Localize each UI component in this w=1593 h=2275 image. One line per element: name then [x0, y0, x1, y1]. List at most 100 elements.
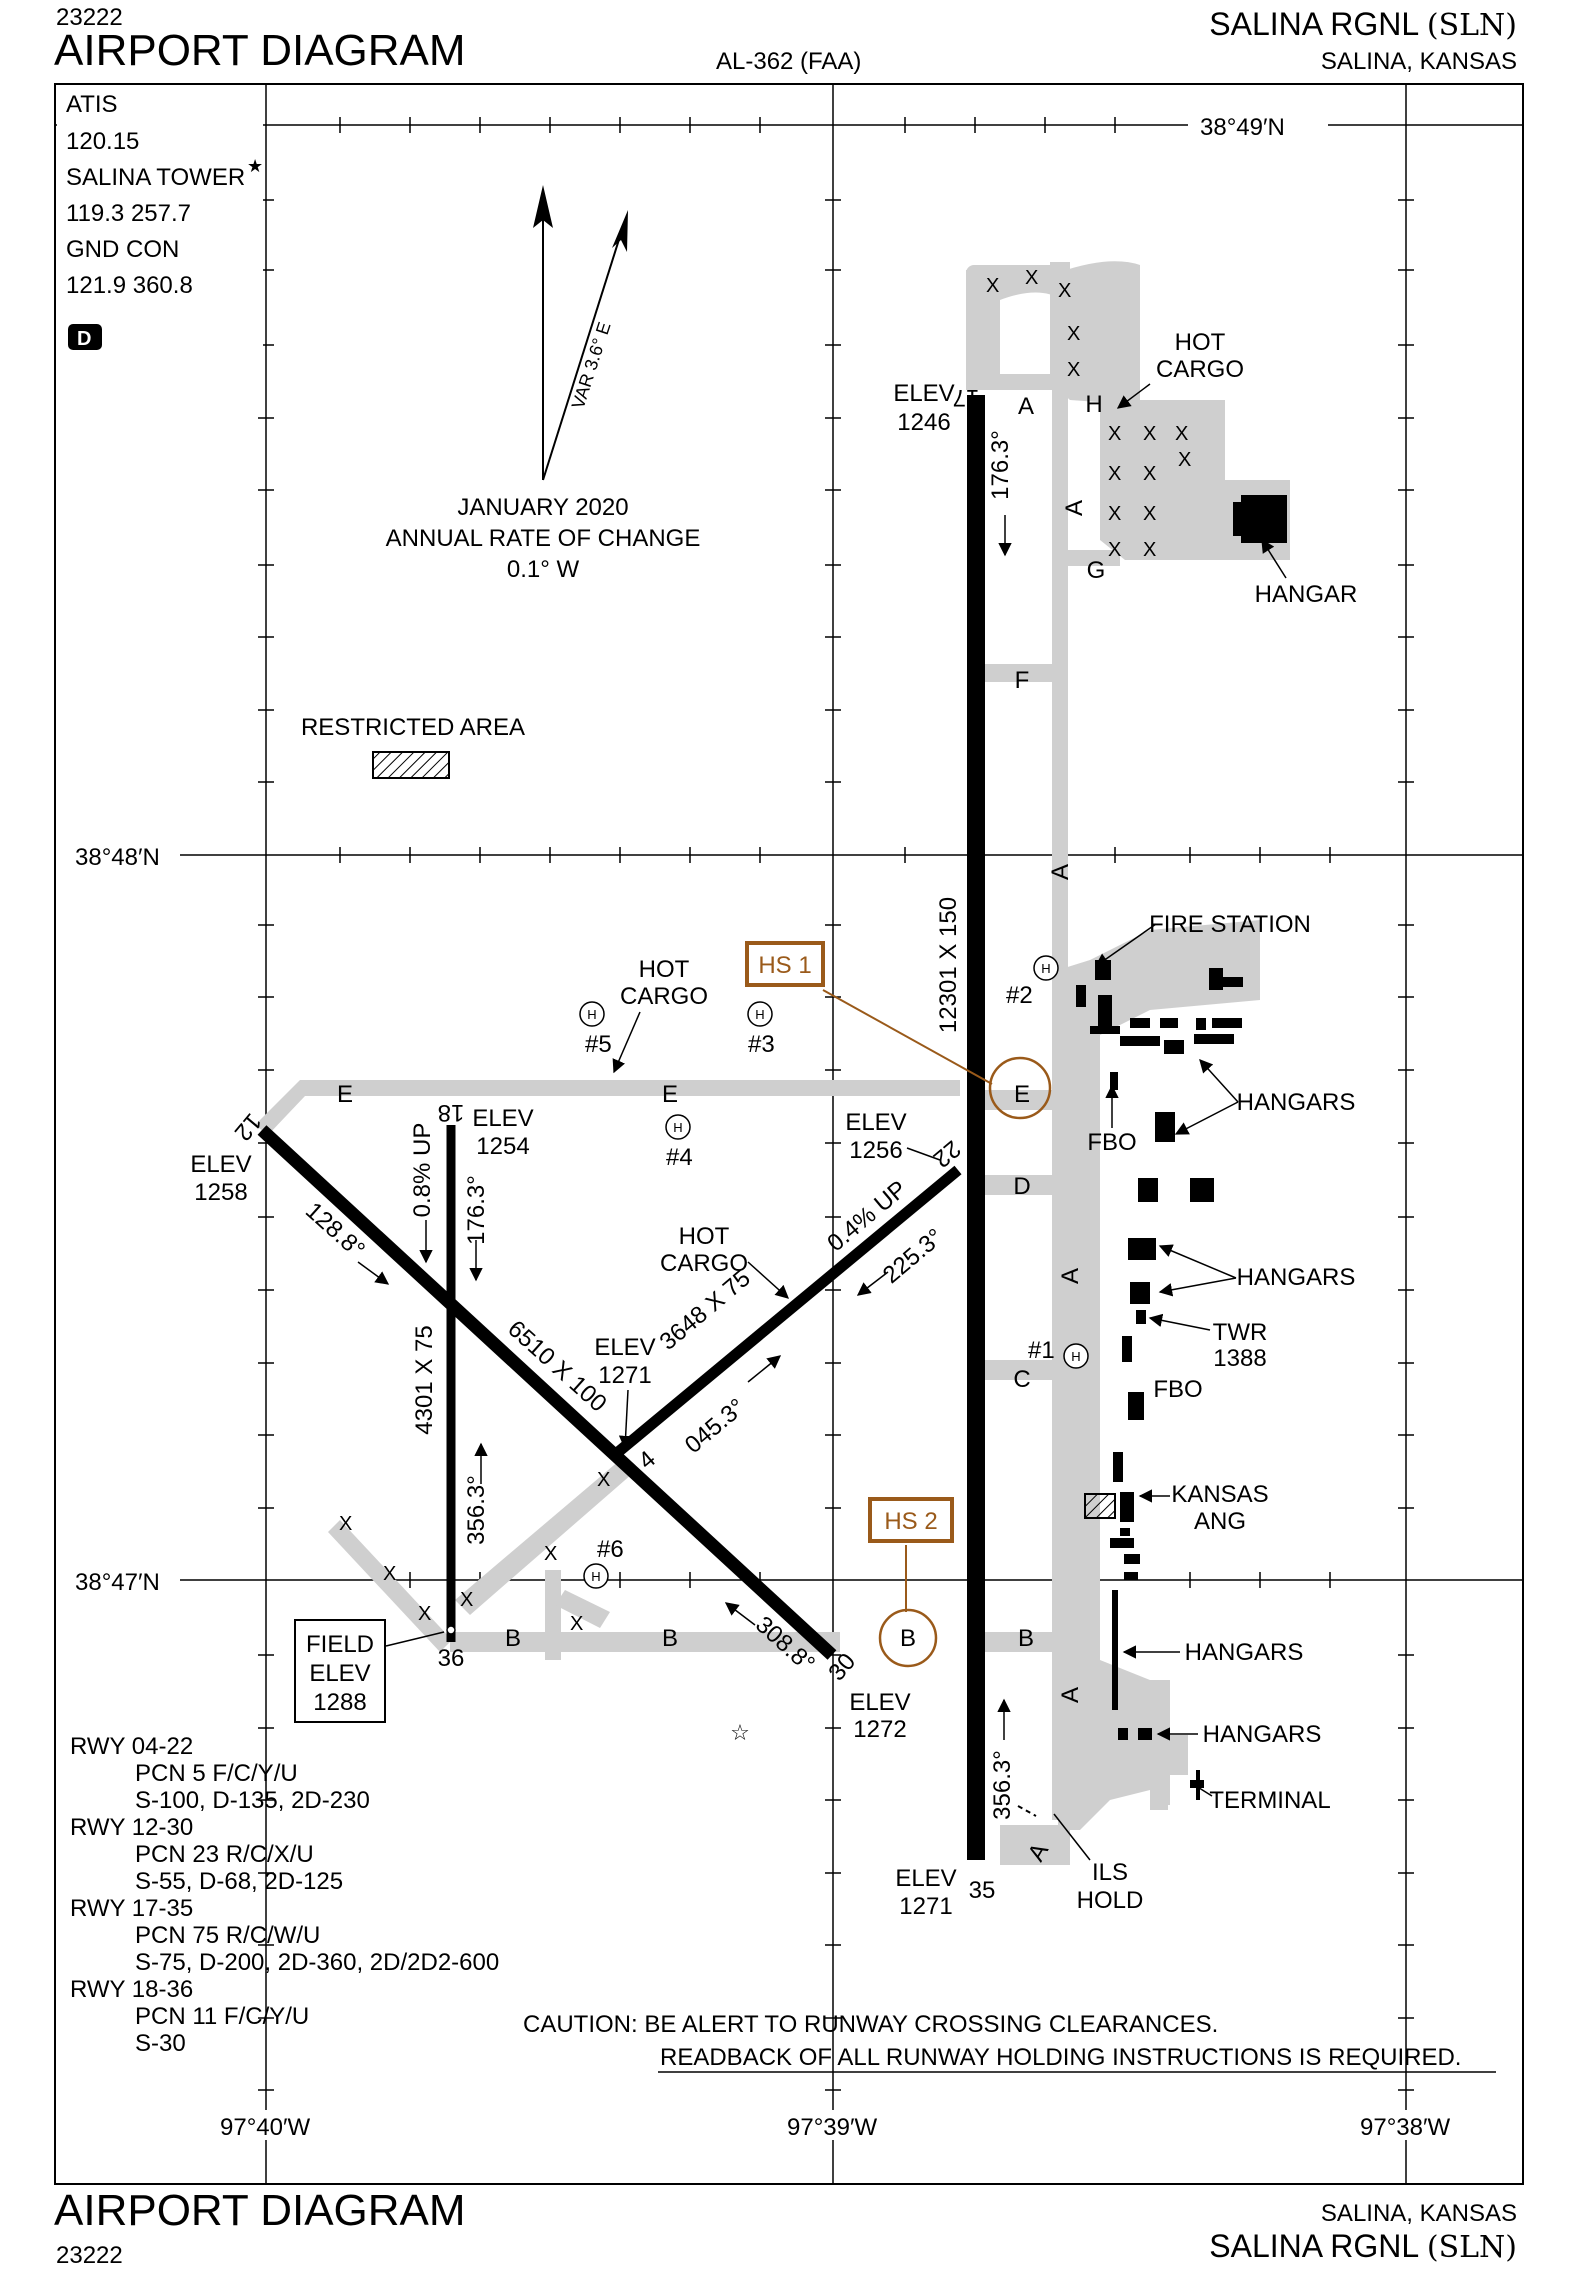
heading-356-rwy35: 356.3°: [989, 1750, 1016, 1820]
taxiway-4-connector: [455, 1460, 632, 1615]
svg-text:PCN 5 F/C/Y/U: PCN 5 F/C/Y/U: [135, 1760, 298, 1787]
helipad-6-label: #6: [597, 1536, 624, 1563]
mag-rate: 0.1° W: [507, 556, 580, 583]
svg-text:G: G: [1087, 557, 1106, 584]
volume-number-bottom: 23222: [56, 2242, 123, 2269]
mag-rate-label: ANNUAL RATE OF CHANGE: [386, 525, 701, 552]
hotspot-1-label: HS 1: [758, 952, 811, 979]
runway-17-35-dimensions: 12301 X 150: [935, 897, 962, 1033]
tower-elevation: 1388: [1213, 1345, 1266, 1372]
hangar-north-label: HANGAR: [1255, 581, 1358, 608]
svg-text:X: X: [1178, 449, 1191, 471]
svg-text:X: X: [1108, 503, 1121, 525]
svg-text:X: X: [1143, 463, 1156, 485]
taxiway-d: [976, 1175, 1066, 1195]
kansas-ang-label-1: KANSAS: [1171, 1481, 1268, 1508]
svg-text:F: F: [1015, 667, 1030, 694]
helipad-2-label: #2: [1006, 982, 1033, 1009]
ils-hold-label: HOLD: [1077, 1887, 1144, 1914]
svg-text:A: A: [1047, 864, 1074, 880]
svg-text:E: E: [1014, 1081, 1030, 1108]
volume-number-top: 23222: [56, 4, 123, 31]
elev-12: 1258: [194, 1179, 247, 1206]
svg-text:X: X: [1058, 280, 1071, 302]
svg-text:X: X: [418, 1603, 431, 1625]
lon-label-left: 97°40′W: [220, 2114, 310, 2141]
taxiway-g: [1060, 550, 1120, 566]
class-d-letter: D: [77, 328, 91, 350]
svg-text:E: E: [662, 1081, 678, 1108]
part-time-tower-star: ★: [247, 156, 263, 176]
svg-text:B: B: [505, 1625, 521, 1652]
class-d-badge: [68, 324, 102, 350]
svg-text:RWY 12-30: RWY 12-30: [70, 1814, 193, 1841]
svg-text:X: X: [1143, 423, 1156, 445]
runway-04-22: [613, 1165, 962, 1458]
runway-04-22-dimensions: 3648 X 75: [655, 1265, 756, 1356]
svg-text:H: H: [673, 1120, 682, 1135]
chart-frame: [54, 83, 1524, 2185]
svg-text:X: X: [1143, 503, 1156, 525]
true-north-arrow: [533, 185, 553, 228]
hotspot-2-label: HS 2: [884, 1508, 937, 1535]
buildings: [1076, 960, 1243, 1800]
hangars-label-1: HANGARS: [1237, 1089, 1356, 1116]
heading-356-rwy36: 356.3°: [463, 1475, 490, 1545]
elev-30-label: ELEV: [849, 1689, 910, 1716]
hangars-label-3: HANGARS: [1185, 1639, 1304, 1666]
svg-text:A: A: [1057, 1268, 1084, 1284]
svg-text:RWY 17-35: RWY 17-35: [70, 1895, 193, 1922]
lat-label-top: 38°49′N: [1200, 114, 1285, 141]
svg-text:PCN 23 R/C/X/U: PCN 23 R/C/X/U: [135, 1841, 314, 1868]
elev-22: 1256: [849, 1137, 902, 1164]
hot-cargo-west-1: HOT: [639, 956, 690, 983]
caution-line-1: CAUTION: BE ALERT TO RUNWAY CROSSING CLE…: [523, 2011, 1218, 2038]
runway-end-22: 22: [928, 1135, 966, 1173]
elev-18-label: ELEV: [472, 1105, 533, 1132]
taxiway-c: [976, 1360, 1066, 1380]
svg-text:PCN 75 R/C/W/U: PCN 75 R/C/W/U: [135, 1922, 320, 1949]
mag-date: JANUARY 2020: [457, 494, 628, 521]
elev-18: 1254: [476, 1133, 529, 1160]
fbo-label-1: FBO: [1087, 1129, 1136, 1156]
svg-text:X: X: [1108, 463, 1121, 485]
heading-128: 128.8°: [300, 1197, 370, 1264]
runway-end-36: 36: [438, 1645, 465, 1672]
hot-cargo-north-2: CARGO: [1156, 356, 1244, 383]
runway-end-35: 35: [969, 1877, 996, 1904]
atis-frequency: 120.15: [66, 128, 139, 155]
ils-label: ILS: [1092, 1859, 1128, 1886]
caution-line-2: READBACK OF ALL RUNWAY HOLDING INSTRUCTI…: [660, 2044, 1461, 2071]
svg-text:B: B: [662, 1625, 678, 1652]
city-top: SALINA, KANSAS: [1320, 48, 1517, 75]
slope-18: 0.8% UP: [409, 1123, 436, 1218]
helipad-letters: H H H H H H: [587, 961, 1080, 1584]
svg-text:X: X: [1143, 539, 1156, 561]
taxiway-sw: [328, 1520, 452, 1652]
hot-cargo-mid-1: HOT: [679, 1223, 730, 1250]
svg-text:S-75, D-200, 2D-360, 2D/2D2-60: S-75, D-200, 2D-360, 2D/2D2-600: [135, 1949, 499, 1976]
elev-4-label: ELEV: [594, 1334, 655, 1361]
svg-text:X: X: [570, 1613, 583, 1635]
svg-text:S-100, D-135, 2D-230: S-100, D-135, 2D-230: [135, 1787, 370, 1814]
runway-18-36-dimensions: 4301 X 75: [411, 1325, 438, 1434]
ground-frequency: 121.9 360.8: [66, 272, 193, 299]
east-apron: [1058, 920, 1260, 1830]
taxiway-a-south: [1000, 1825, 1070, 1865]
helipad-1-label: #1: [1028, 1337, 1055, 1364]
helipad-4-label: #4: [666, 1144, 693, 1171]
helipad-5-label: #5: [585, 1031, 612, 1058]
hot-cargo-north-1: HOT: [1175, 329, 1226, 356]
svg-text:H: H: [587, 1007, 596, 1022]
svg-text:RWY 18-36: RWY 18-36: [70, 1976, 193, 2003]
tower-building-label: TWR: [1213, 1319, 1268, 1346]
airport-name-top: SALINA RGNL (SLN): [1209, 6, 1517, 43]
lat-label-mid: 38°48′N: [75, 844, 160, 871]
elev-17-label: ELEV: [893, 380, 954, 407]
magnetic-variation-arrows: [533, 185, 628, 481]
airport-name-bottom: SALINA RGNL (SLN): [1209, 2228, 1517, 2265]
lat-label-bot: 38°47′N: [75, 1569, 160, 1596]
atis-label: ATIS: [66, 91, 118, 118]
